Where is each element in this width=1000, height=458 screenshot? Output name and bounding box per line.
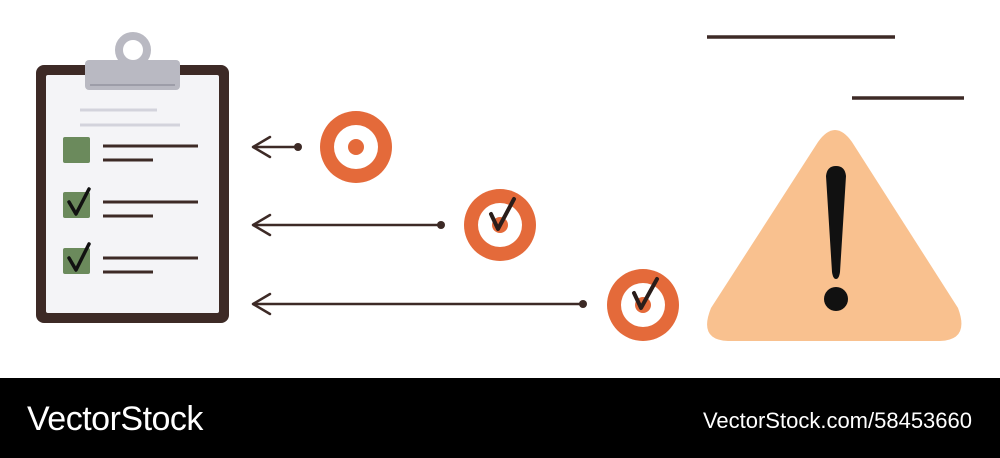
footer-bar: VectorStock VectorStock.com/58453660 [0, 378, 1000, 458]
checkmark-icon [67, 242, 91, 272]
target-icon [607, 269, 679, 341]
checkmark-icon [67, 187, 91, 216]
target-icon [320, 111, 392, 183]
clipboard-clip-ring [115, 32, 151, 68]
brand-logo-text: VectorStock [27, 400, 203, 438]
warning-icon [707, 130, 962, 341]
image-url: VectorStock.com/58453660 [702, 408, 972, 433]
checkmark-icon [489, 197, 516, 231]
exclamation-bar [826, 166, 846, 279]
exclamation-dot [824, 287, 848, 311]
clipboard-clip [85, 60, 180, 90]
arrow-left-icon [251, 213, 445, 237]
checkbox-icon [63, 137, 90, 163]
illustration [36, 32, 964, 341]
target-icon [464, 189, 536, 261]
arrow-left-icon [251, 135, 302, 159]
clipboard-icon [36, 32, 229, 323]
checkmark-icon [632, 277, 659, 310]
arrow-left-icon [251, 292, 587, 316]
